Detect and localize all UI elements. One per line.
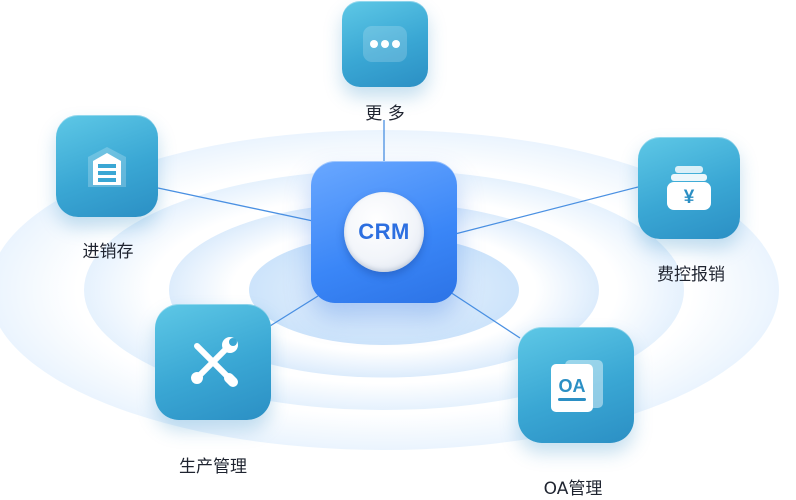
connector-expense bbox=[454, 186, 639, 235]
money-bag-yen-icon: ¥ bbox=[667, 166, 711, 210]
crm-center-tile[interactable]: CRM bbox=[311, 161, 457, 303]
inventory-label: 进销存 bbox=[82, 242, 134, 262]
more-label: 更 多 bbox=[365, 104, 405, 124]
oa-tile[interactable]: OA bbox=[518, 327, 634, 443]
crm-badge: CRM bbox=[344, 192, 424, 272]
connector-inventory bbox=[157, 187, 314, 222]
oa-label: OA管理 bbox=[543, 479, 603, 499]
oa-glyph: OA bbox=[559, 376, 586, 396]
production-label: 生产管理 bbox=[179, 457, 247, 477]
connector-production bbox=[269, 295, 319, 327]
oa-document-icon: OA bbox=[551, 360, 603, 412]
expense-label: 费控报销 bbox=[657, 265, 725, 285]
expense-tile[interactable]: ¥ bbox=[638, 137, 740, 239]
warehouse-icon bbox=[88, 147, 126, 187]
more-dots-icon bbox=[363, 26, 407, 62]
tools-wrench-screwdriver-icon bbox=[191, 337, 238, 387]
yen-glyph: ¥ bbox=[684, 187, 695, 208]
connector-oa bbox=[449, 291, 521, 339]
production-tile[interactable] bbox=[155, 304, 271, 420]
crm-label: CRM bbox=[358, 219, 410, 244]
more-tile[interactable] bbox=[342, 1, 428, 87]
inventory-tile[interactable] bbox=[56, 115, 158, 217]
